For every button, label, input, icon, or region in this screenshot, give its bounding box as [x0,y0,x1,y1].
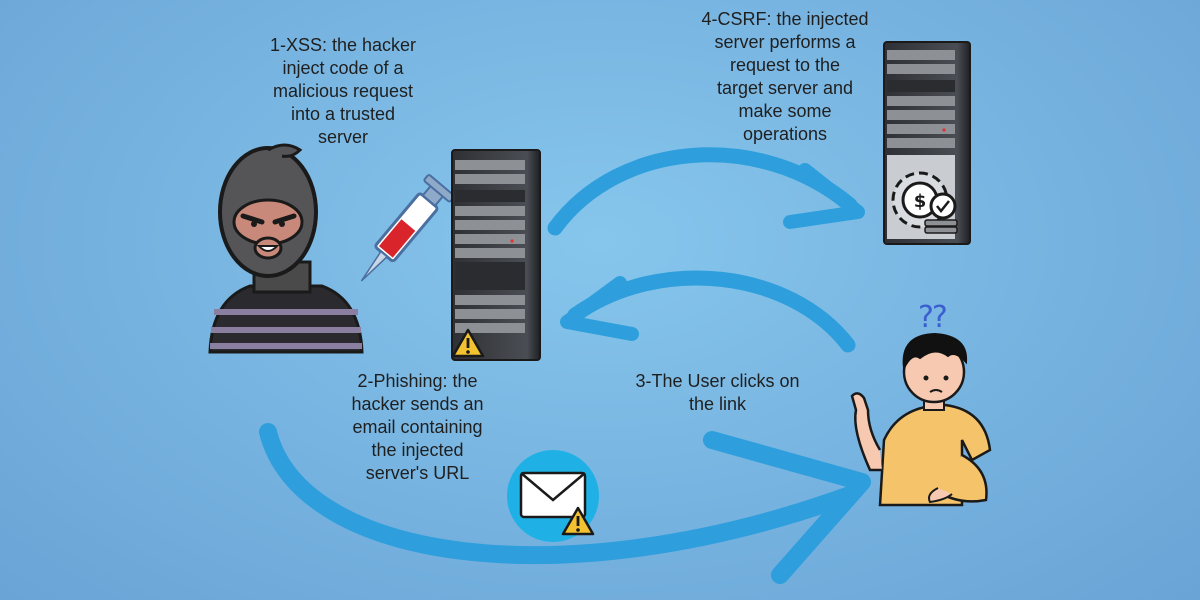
step-4-csrf-label: 4-CSRF: the injected server performs a r… [701,9,869,144]
email-icon [507,450,599,542]
question-marks-icon: ?? [918,300,948,335]
step-3-user-click-label: 3-The User clicks on the link [635,371,800,414]
arrow-csrf [547,147,865,236]
target-server-icon: $ [883,41,971,245]
svg-text:$: $ [914,191,927,212]
step-1-xss-label: 1-XSS: the hacker inject code of a malic… [269,35,417,147]
syringe-icon [360,174,455,282]
arrow-phishing [259,423,871,584]
step-2-phishing-label: 2-Phishing: the hacker sends an email co… [351,371,484,483]
arrow-user-click [560,270,856,353]
user-illustration [850,332,992,507]
hacker-illustration [208,143,364,354]
trusted-server-icon [451,149,541,361]
